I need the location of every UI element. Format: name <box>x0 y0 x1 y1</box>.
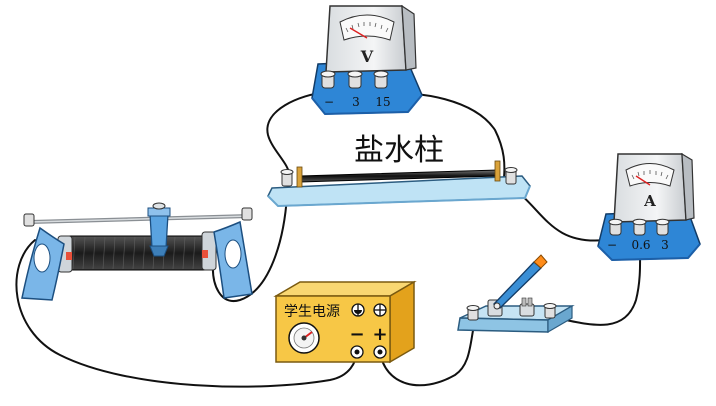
salt-column-apparatus: 盐水柱 <box>267 133 531 208</box>
wire-power-plus-to-switch <box>379 324 475 387</box>
power-supply-label: 学生电源 <box>284 304 340 320</box>
wire-voltmeter-to-column-left <box>266 91 327 176</box>
ammeter-terminal-0-6: 0.6 <box>631 238 650 252</box>
voltmeter-symbol: V <box>360 47 374 66</box>
ammeter-icon: A − 0.6 3 <box>597 152 701 262</box>
voltmeter-terminal-15: 15 <box>375 95 390 109</box>
wire-column-to-ammeter <box>517 191 606 242</box>
ammeter-terminal-3: 3 <box>661 238 669 252</box>
column-right-post <box>504 167 518 185</box>
power-supply-icon: 学生电源 − + <box>273 280 417 364</box>
salt-column-title: 盐水柱 <box>354 133 444 168</box>
dial-icon[interactable] <box>288 322 320 354</box>
ammeter-symbol: A <box>643 192 656 210</box>
wire-column-to-rheostat <box>211 195 288 302</box>
voltmeter-terminals <box>320 70 389 89</box>
indicator-light-icon <box>351 303 365 317</box>
rheostat-icon <box>21 202 253 301</box>
power-minus-label: − <box>349 324 364 345</box>
voltmeter-icon: V − 3 15 <box>311 4 423 116</box>
power-plus-label: + <box>372 324 387 345</box>
ammeter-terminals <box>608 218 670 236</box>
wire-switch-to-ammeter <box>555 247 642 326</box>
voltmeter-terminal-minus: − <box>324 95 334 109</box>
column-left-post <box>280 169 294 187</box>
wire-rheostat-to-power-minus <box>15 239 358 388</box>
voltmeter-terminal-3: 3 <box>352 95 360 109</box>
power-terminals <box>350 345 387 359</box>
ammeter-terminal-minus: − <box>607 238 617 252</box>
polarity-switch-icon <box>373 303 387 317</box>
knife-switch-icon[interactable] <box>457 254 575 334</box>
